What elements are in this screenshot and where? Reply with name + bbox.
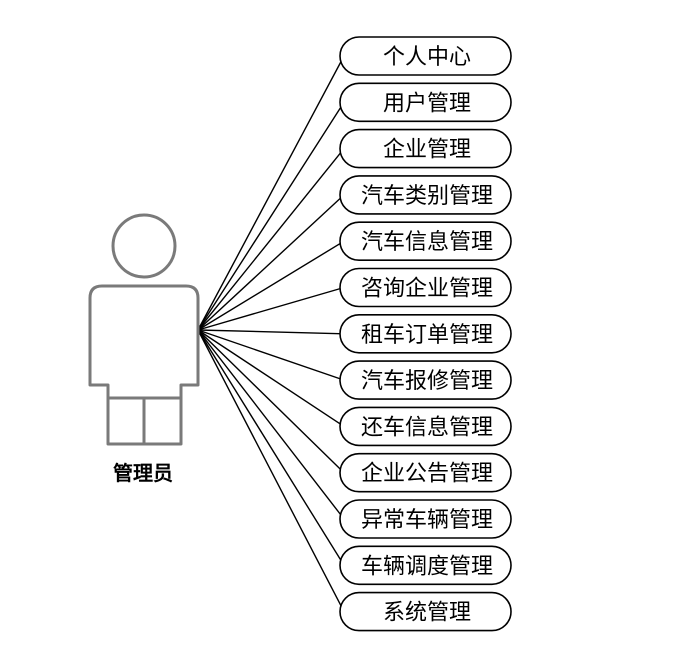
use-case: 车辆调度管理: [339, 545, 512, 586]
use-case-label: 个人中心: [383, 45, 471, 70]
use-case-label: 咨询企业管理: [361, 277, 493, 302]
association-line: [197, 148, 345, 331]
use-case: 汽车信息管理: [339, 221, 512, 261]
actor-figure: [88, 213, 200, 446]
use-case-label: 用户管理: [383, 91, 471, 116]
association-line: [197, 101, 345, 331]
person-icon-head: [111, 213, 177, 279]
use-case-shape: [339, 499, 512, 539]
use-case-shape: [339, 82, 512, 123]
use-case-shape: [339, 36, 512, 76]
use-case-label: 汽车类别管理: [361, 184, 493, 209]
association-line: [197, 240, 345, 331]
association-line: [197, 194, 345, 331]
association-line: [197, 329, 345, 520]
association-line: [197, 55, 345, 331]
association-line: [197, 329, 345, 566]
use-case-shape: [339, 360, 512, 400]
use-case-shape: [339, 221, 512, 261]
use-case-shape: [339, 545, 512, 586]
use-case: 汽车类别管理: [339, 175, 512, 215]
use-case-label: 异常车辆管理: [361, 508, 493, 533]
association-line: [197, 329, 345, 427]
association-line: [197, 286, 345, 331]
use-case-shape: [339, 175, 512, 215]
use-case: 用户管理: [339, 82, 512, 123]
use-case-label: 系统管理: [383, 601, 471, 626]
use-case: 系统管理: [339, 591, 512, 632]
use-case-label: 企业公告管理: [361, 462, 493, 487]
use-case: 汽车报修管理: [339, 360, 512, 400]
use-case-shape: [339, 267, 512, 308]
use-case-label: 企业管理: [383, 138, 471, 163]
association-lines: [197, 55, 345, 612]
use-case-shape: [339, 591, 512, 632]
association-line: [197, 329, 345, 335]
use-case-shape: [339, 128, 512, 169]
use-case: 个人中心: [339, 36, 512, 76]
association-line: [197, 329, 345, 474]
use-case: 咨询企业管理: [339, 267, 512, 308]
use-case-shape: [339, 313, 512, 354]
use-case-label: 汽车信息管理: [361, 230, 493, 255]
use-case-label: 汽车报修管理: [361, 369, 493, 394]
use-case: 还车信息管理: [339, 406, 512, 447]
use-case-list: 个人中心用户管理企业管理汽车类别管理汽车信息管理咨询企业管理租车订单管理汽车报修…: [339, 36, 512, 632]
use-case-label: 车辆调度管理: [361, 554, 493, 579]
use-case: 企业管理: [339, 128, 512, 169]
use-case-label: 还车信息管理: [361, 415, 493, 440]
association-line: [197, 329, 345, 381]
association-line: [197, 329, 345, 612]
use-case: 异常车辆管理: [339, 499, 512, 539]
person-icon-body: [88, 284, 200, 446]
use-case: 租车订单管理: [339, 313, 512, 354]
use-case: 企业公告管理: [339, 452, 512, 493]
use-case-shape: [339, 452, 512, 493]
use-case-label: 租车订单管理: [361, 323, 493, 348]
use-case-shape: [339, 406, 512, 447]
actor-name: 管理员: [113, 461, 173, 485]
